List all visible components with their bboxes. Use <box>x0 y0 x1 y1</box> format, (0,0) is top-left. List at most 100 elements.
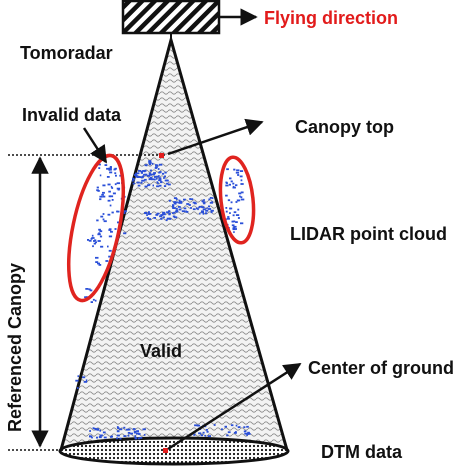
lidar-point <box>76 387 79 389</box>
lidar-point <box>88 239 92 242</box>
lidar-point <box>166 211 170 214</box>
lidar-point <box>101 193 104 196</box>
lidar-point <box>211 197 214 199</box>
lidar-point <box>85 288 89 290</box>
lidar-point <box>178 206 181 208</box>
lidar-point <box>108 167 112 170</box>
lidar-point <box>204 434 206 437</box>
lidar-point <box>240 179 243 182</box>
lidar-point <box>166 217 170 220</box>
lidar-point <box>199 212 201 215</box>
lidar-point <box>108 249 112 252</box>
lidar-point <box>183 198 186 201</box>
lidar-point <box>118 428 123 431</box>
lidar-point <box>132 428 136 430</box>
lidar-point <box>205 212 208 215</box>
lidar-point <box>153 172 156 174</box>
lidar-point <box>148 161 152 164</box>
lidar-point <box>161 172 165 175</box>
lidar-point <box>100 215 104 218</box>
lidar-point <box>226 182 228 184</box>
lidar-point <box>155 164 158 166</box>
lidar-point <box>160 218 163 220</box>
lidar-point <box>230 201 233 204</box>
lidar-point <box>235 214 240 216</box>
lidar-point <box>159 171 162 173</box>
lidar-point <box>143 173 146 176</box>
lidar-point <box>198 432 202 435</box>
lidar-point <box>168 210 171 212</box>
lidar-point <box>227 216 230 218</box>
lidar-point <box>140 172 143 174</box>
lidar-point <box>116 210 119 213</box>
lidar-point <box>151 162 154 165</box>
lidar-point <box>146 175 150 177</box>
lidar-point <box>240 183 244 185</box>
lidar-point <box>107 183 111 186</box>
lidar-point <box>116 182 120 185</box>
lidar-point <box>149 169 152 172</box>
lidar-point <box>201 200 204 203</box>
dtm-data-label: DTM data <box>321 442 403 462</box>
lidar-point <box>133 430 137 433</box>
lidar-point <box>224 425 227 428</box>
lidar-point <box>137 176 141 178</box>
lidar-point <box>207 435 211 437</box>
lidar-point <box>102 213 105 215</box>
lidar-point <box>164 179 167 182</box>
lidar-point <box>227 199 231 202</box>
lidar-point <box>108 168 112 171</box>
lidar-point <box>98 232 101 235</box>
lidar-point <box>202 212 205 215</box>
lidar-point <box>85 379 88 382</box>
lidar-point <box>160 181 162 183</box>
lidar-point <box>110 185 113 188</box>
lidar-point <box>90 301 93 303</box>
lidar-point <box>172 212 174 214</box>
lidar-point <box>201 211 204 214</box>
lidar-point <box>168 213 171 216</box>
lidar-point <box>100 245 104 248</box>
lidar-point <box>83 381 88 383</box>
lidar-point <box>110 436 113 438</box>
lidar-point <box>88 288 91 291</box>
lidar-point <box>237 426 240 429</box>
lidar-point <box>243 430 247 433</box>
invalid-data-right-ellipse <box>218 155 256 245</box>
center-of-ground-pointer-arrow-icon <box>167 362 302 451</box>
lidar-point <box>137 437 140 440</box>
lidar-point <box>194 424 198 427</box>
lidar-point <box>116 437 119 440</box>
lidar-point <box>152 184 154 187</box>
lidar-point <box>148 174 152 176</box>
lidar-point <box>113 168 116 171</box>
lidar-point <box>75 379 79 382</box>
lidar-point <box>94 299 97 302</box>
lidar-point <box>200 434 203 437</box>
lidar-point <box>111 187 114 189</box>
lidar-point <box>225 194 228 197</box>
lidar-point <box>240 198 245 201</box>
lidar-point <box>98 167 101 169</box>
lidar-point <box>246 434 248 437</box>
lidar-point <box>116 187 121 190</box>
lidar-point <box>201 206 205 209</box>
lidar-point <box>108 229 112 231</box>
lidar-point <box>119 174 121 177</box>
lidar-point <box>107 199 111 202</box>
lidar-point <box>230 424 234 427</box>
lidar-point <box>91 436 93 439</box>
lidar-point <box>135 175 137 178</box>
lidar-point-cloud <box>75 160 251 440</box>
lidar-point <box>163 177 165 179</box>
lidar-point <box>148 178 152 181</box>
lidar-point <box>141 175 144 178</box>
lidar-point <box>192 208 196 211</box>
lidar-point <box>114 183 117 186</box>
canopy-top-marker <box>159 153 164 158</box>
lidar-point <box>123 232 127 235</box>
lidar-point <box>117 188 120 191</box>
lidar-point <box>192 201 196 204</box>
invalid-data-label: Invalid data <box>22 105 122 125</box>
